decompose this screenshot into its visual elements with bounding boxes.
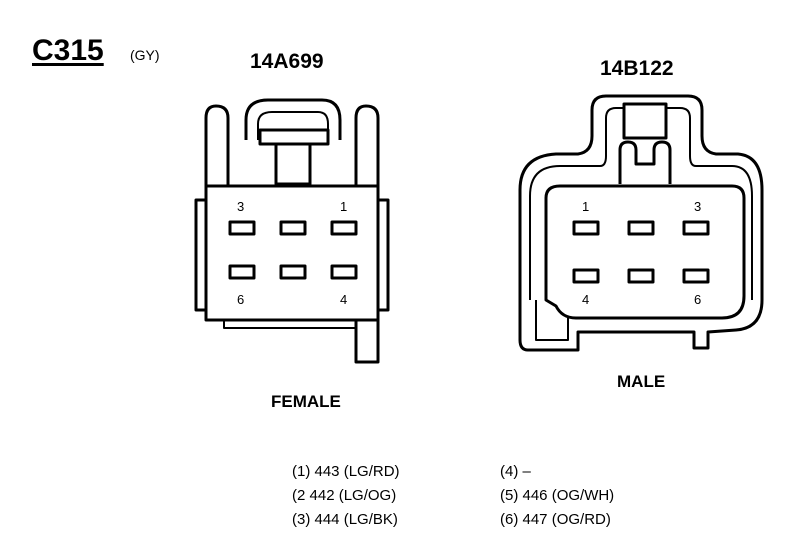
female-label: FEMALE bbox=[271, 392, 341, 411]
female-part-number: 14A699 bbox=[250, 50, 324, 73]
female-pin-label: 4 bbox=[340, 292, 348, 307]
circuit-entry: (6) 447 (OG/RD) bbox=[500, 511, 611, 528]
connector-code: C315 bbox=[32, 34, 104, 67]
female-pin-label: 6 bbox=[237, 292, 245, 307]
female-pin-label: 1 bbox=[340, 199, 348, 214]
circuit-entry: (5) 446 (OG/WH) bbox=[500, 487, 615, 504]
pin-cavity bbox=[682, 268, 710, 284]
pin-cavity bbox=[572, 220, 600, 236]
male-connector bbox=[518, 94, 764, 352]
male-pin-label: 6 bbox=[694, 292, 702, 307]
pin-cavity bbox=[279, 264, 307, 280]
pin-cavity bbox=[330, 220, 358, 236]
circuit-legend-right: (4) – (5) 446 (OG/WH) (6) 447 (OG/RD) bbox=[500, 460, 614, 532]
circuit-entry: (2 442 (LG/OG) bbox=[292, 487, 397, 504]
male-part-number: 14B122 bbox=[600, 57, 674, 80]
male-pin-label: 1 bbox=[582, 199, 590, 214]
pin-cavity bbox=[627, 220, 655, 236]
pin-cavity bbox=[228, 264, 256, 280]
pin-cavity bbox=[279, 220, 307, 236]
pin-cavity bbox=[682, 220, 710, 236]
male-pin-cavities bbox=[572, 220, 710, 284]
male-pin-label: 4 bbox=[582, 292, 590, 307]
circuit-entry: (1) 443 (LG/RD) bbox=[292, 463, 400, 480]
male-label: MALE bbox=[617, 372, 666, 391]
female-pin-label: 3 bbox=[237, 199, 245, 214]
circuit-legend-left: (1) 443 (LG/RD) (2 442 (LG/OG) (3) 444 (… bbox=[292, 460, 400, 532]
pin-cavity bbox=[627, 268, 655, 284]
female-pin-cavities bbox=[228, 220, 358, 280]
pin-cavity bbox=[330, 264, 358, 280]
pin-cavity bbox=[572, 268, 600, 284]
male-pin-label: 3 bbox=[694, 199, 702, 214]
circuit-entry: (4) – bbox=[500, 463, 531, 480]
connector-color: (GY) bbox=[130, 47, 160, 63]
female-connector bbox=[194, 98, 390, 364]
pin-cavity bbox=[228, 220, 256, 236]
circuit-entry: (3) 444 (LG/BK) bbox=[292, 511, 398, 528]
